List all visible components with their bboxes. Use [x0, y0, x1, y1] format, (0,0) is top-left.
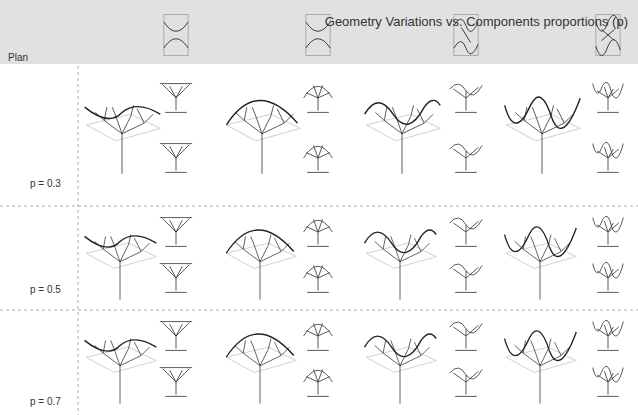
row-label: p = 0.7: [30, 396, 61, 407]
table-title: Geometry Variations vs. Components propo…: [325, 14, 628, 29]
row-label: p = 0.5: [30, 284, 61, 295]
column-header: Plan: [8, 52, 28, 63]
row-label: p = 0.3: [30, 178, 61, 189]
